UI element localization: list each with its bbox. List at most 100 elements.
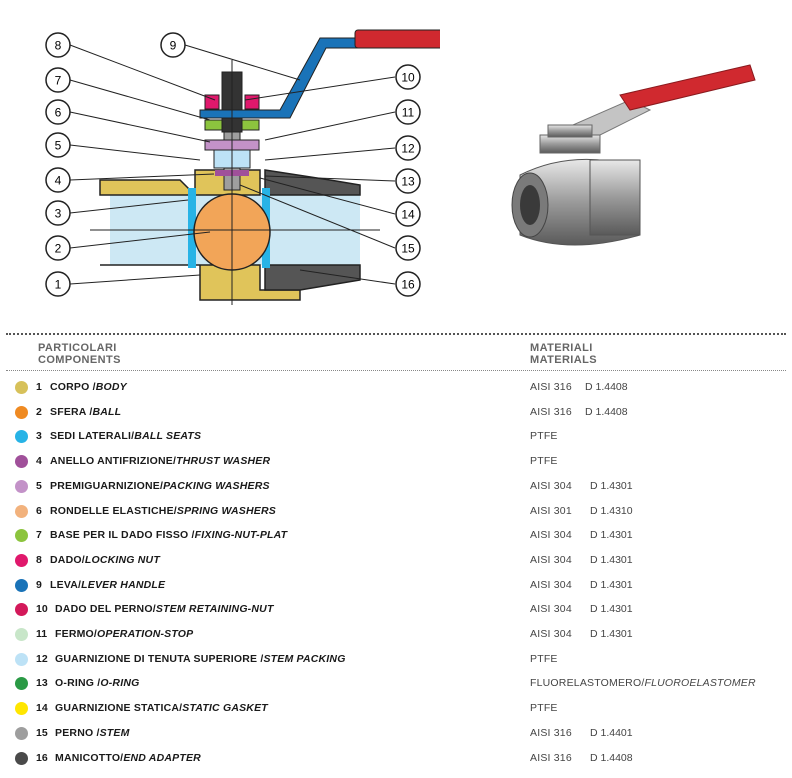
component-number: 9 xyxy=(36,578,42,591)
component-name-it: ANELLO ANTIFRIZIONE/ xyxy=(50,455,177,468)
component-material: PTFE xyxy=(530,430,558,442)
material-name: PTFE xyxy=(530,430,558,443)
component-name-en: LOCKING NUT xyxy=(84,553,160,566)
component-number: 12 xyxy=(36,652,48,665)
component-material: PTFE xyxy=(530,455,558,467)
table-row: 6 RONDELLE ELASTICHE/SPRING WASHERS AISI 3… xyxy=(0,500,792,524)
component-name-it: RONDELLE ELASTICHE/ xyxy=(50,504,177,517)
component-material: AISI 304 xyxy=(530,529,572,541)
material-code: D 1.4301 xyxy=(590,603,633,616)
color-swatch xyxy=(15,504,28,518)
component-material: AISI 304 xyxy=(530,603,572,615)
material-name: AISI 304 xyxy=(530,628,572,640)
seat-left xyxy=(188,188,196,268)
component-name-it: DADO DEL PERNO/ xyxy=(55,603,156,616)
component-name: PERNO /STEM xyxy=(55,727,130,739)
component-number: 15 xyxy=(36,726,48,739)
component-number: 7 xyxy=(36,529,42,542)
material-code: D 1.4301 xyxy=(590,578,633,591)
color-swatch xyxy=(15,529,28,543)
svg-text:8: 8 xyxy=(55,39,62,53)
component-material: AISI 316 xyxy=(530,381,572,393)
callout-7: 7 xyxy=(45,67,71,93)
callouts: 8 7 6 5 4 3 2 1 9 10 11 12 13 14 15 16 xyxy=(45,32,421,297)
material-code: D 1.4310 xyxy=(590,504,633,517)
table-row: 12 GUARNIZIONE DI TENUTA SUPERIORE /STEM … xyxy=(0,648,792,672)
component-name: PREMIGUARNIZIONE/PACKING WASHERS xyxy=(50,480,270,492)
svg-text:12: 12 xyxy=(401,142,415,156)
valve-cross-section-diagram: 8 7 6 5 4 3 2 1 9 10 11 12 13 14 15 16 xyxy=(45,29,440,305)
component-name-it: CORPO / xyxy=(50,381,96,393)
material-code: D 1.4301 xyxy=(590,553,633,566)
svg-text:15: 15 xyxy=(401,242,415,256)
material-name: AISI 316 xyxy=(530,751,572,764)
component-name-en: STEM PACKING xyxy=(263,652,346,665)
material-code: D 1.4408 xyxy=(585,405,628,418)
component-name: LEVA/LEVER HANDLE xyxy=(50,579,165,591)
component-number: 8 xyxy=(36,553,42,566)
callout-3: 3 xyxy=(45,200,71,226)
color-swatch xyxy=(15,603,28,617)
color-swatch xyxy=(15,652,28,666)
color-swatch xyxy=(15,578,28,592)
color-swatch xyxy=(15,751,28,765)
component-name: GUARNIZIONE STATICA/STATIC GASKET xyxy=(55,702,268,714)
component-name-en: BALL SEATS xyxy=(134,430,202,443)
component-name-en: O-RING xyxy=(100,677,140,690)
component-material: AISI 301 xyxy=(530,505,572,517)
material-name: PTFE xyxy=(530,455,558,468)
component-number: 3 xyxy=(36,430,42,443)
component-number: 6 xyxy=(36,504,42,517)
valve-product-photo xyxy=(511,64,756,246)
material-name-en: FLUOROELASTOMER xyxy=(644,677,756,690)
callout-11: 11 xyxy=(395,99,421,125)
material-code: D 1.4301 xyxy=(590,479,633,492)
color-swatch xyxy=(15,405,28,419)
material-code: D 1.4301 xyxy=(590,529,633,542)
component-name-en: LEVER HANDLE xyxy=(81,578,166,591)
table-row: 9 LEVA/LEVER HANDLE AISI 304 D 1.4301 xyxy=(0,574,792,598)
component-material: AISI 316 xyxy=(530,752,572,764)
component-name: MANICOTTO/END ADAPTER xyxy=(55,752,201,764)
callout-15: 15 xyxy=(395,235,421,261)
svg-text:13: 13 xyxy=(401,175,415,189)
component-name-en: STEM xyxy=(99,726,130,739)
svg-text:16: 16 xyxy=(401,278,415,292)
svg-text:5: 5 xyxy=(55,139,62,153)
header-rule xyxy=(6,370,786,371)
component-name: DADO DEL PERNO/STEM RETAINING-NUT xyxy=(55,603,274,615)
component-name-en: END ADAPTER xyxy=(123,751,201,764)
locking-nut-right xyxy=(244,94,260,110)
component-material: AISI 304 xyxy=(530,554,572,566)
component-name-en: THRUST WASHER xyxy=(176,455,271,468)
component-name-en: STATIC GASKET xyxy=(182,702,268,715)
material-name: AISI 304 xyxy=(530,529,572,542)
callout-2: 2 xyxy=(45,235,71,261)
material-name: AISI 304 xyxy=(530,603,572,616)
component-number: 2 xyxy=(36,405,42,418)
component-name: CORPO /BODY xyxy=(50,381,127,393)
material-code: D 1.4408 xyxy=(590,751,633,764)
component-name-it: MANICOTTO/ xyxy=(55,751,124,764)
material-name: AISI 304 xyxy=(530,578,572,591)
component-name-en: FIXING-NUT-PLAT xyxy=(194,529,288,542)
callout-5: 5 xyxy=(45,132,71,158)
material-name: PTFE xyxy=(530,652,558,665)
component-name: GUARNIZIONE DI TENUTA SUPERIORE /STEM PA… xyxy=(55,653,346,665)
material-name: AISI 316 xyxy=(530,405,572,418)
color-swatch xyxy=(15,455,28,469)
material-name: AISI 316 xyxy=(530,381,572,393)
component-name-it: GUARNIZIONE STATICA/ xyxy=(55,702,183,715)
material-code: D 1.4408 xyxy=(585,381,628,393)
component-name-en: SPRING WASHERS xyxy=(176,504,276,517)
component-name: BASE PER IL DADO FISSO /FIXING-NUT-PLAT xyxy=(50,529,287,541)
component-name-it: DADO/ xyxy=(50,553,85,566)
components-header-it: PARTICOLARI xyxy=(38,342,117,354)
callout-12: 12 xyxy=(395,135,421,161)
